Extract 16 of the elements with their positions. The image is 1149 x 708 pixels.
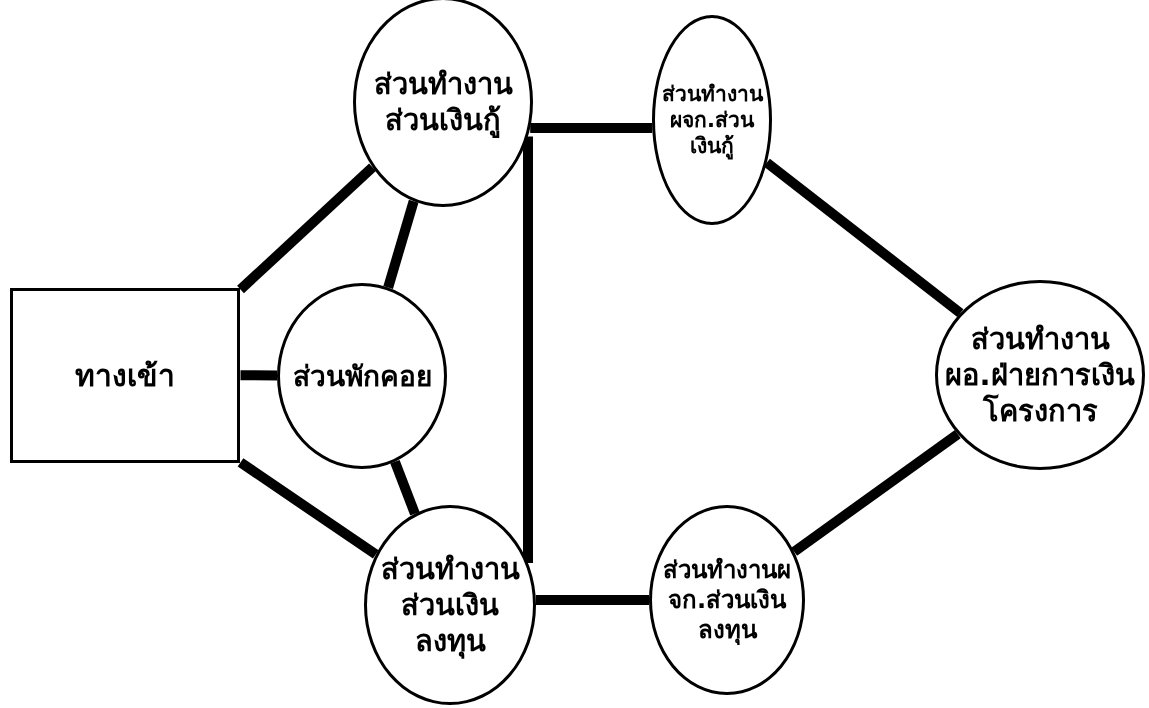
connector-line [383,199,419,289]
node-label: ส่วนทำงานส่วนเงินลงทุน [379,550,521,660]
connector-line [763,158,964,318]
node-label: ส่วนทำงานส่วนเงินกู้ [372,65,514,139]
node-label: ส่วนทำงานผจก.ส่วนเงินกู้ [660,80,764,160]
node-label: ส่วนทำงานผจก.ส่วนเงินลงทุน [662,555,792,645]
connector-line [390,459,420,516]
node-label: ส่วนพักคอย [291,358,433,394]
connector-line [240,370,278,381]
entrance-box [10,288,240,463]
connector-line [530,123,653,133]
node-label: ทางเข้า [74,356,176,395]
connector-line [791,430,961,556]
node-label: ส่วนทำงานผอ.ฝ่ายการเงินโครงการ [944,320,1136,430]
connector-line [523,136,533,563]
connector-line [535,595,649,605]
